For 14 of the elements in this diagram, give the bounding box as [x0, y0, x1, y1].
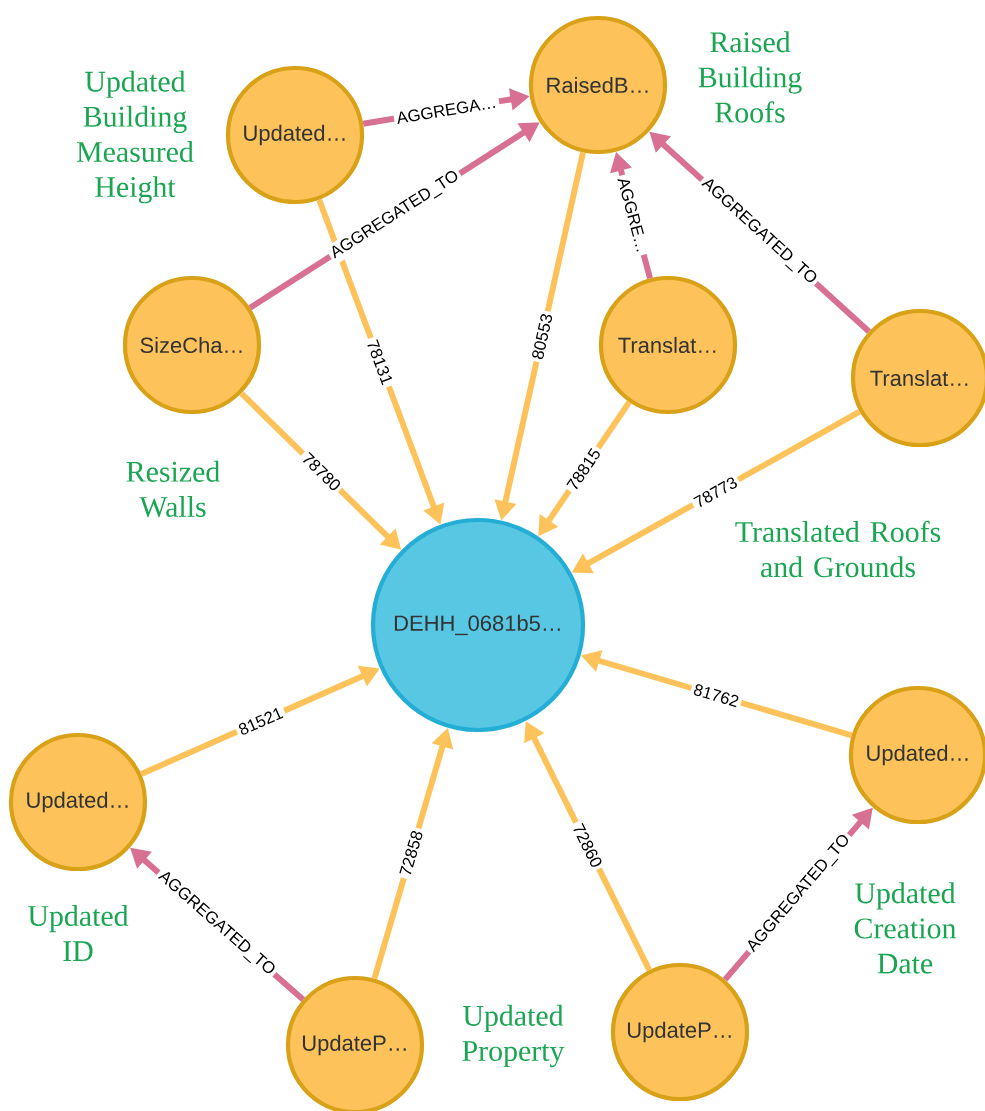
annotation-text: Updated ID [28, 905, 129, 961]
edge-label: 72858 [395, 826, 427, 881]
edge-label: 81762 [689, 679, 744, 711]
annotation-text: Translated Roofs and Grounds [735, 520, 941, 578]
annotation-text: Resized Walls [126, 460, 220, 518]
edge-label: 78131 [362, 335, 397, 390]
annotation-text: Raised Building Roofs [698, 31, 802, 123]
annotation-text: Updated Creation Date [854, 882, 956, 974]
annotation-text: Updated Property [462, 1004, 565, 1068]
edge-label: AGGRE… [614, 173, 652, 257]
edge-label: AGGREGA… [392, 92, 501, 128]
edge-label: 80553 [528, 309, 557, 364]
annotation-text: Updated Building Measured Height [76, 70, 194, 204]
edge-label: 81521 [233, 702, 288, 740]
